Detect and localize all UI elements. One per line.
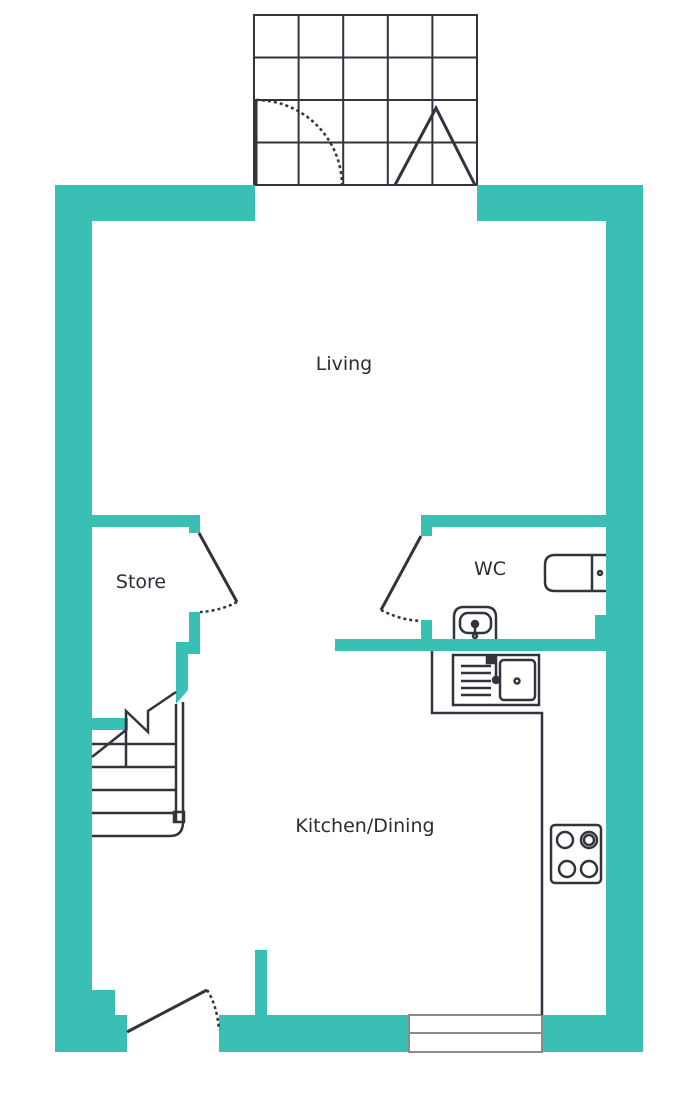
toilet xyxy=(543,553,606,593)
room-label-kitchen-dining: Kitchen/Dining xyxy=(295,815,435,837)
patio-door-swing xyxy=(254,98,477,186)
front-window xyxy=(408,1014,543,1053)
internal-doors xyxy=(126,532,423,1034)
kitchen-worktop xyxy=(430,651,544,1015)
room-label-living: Living xyxy=(315,353,373,375)
room-label-store: Store xyxy=(115,571,167,593)
room-label-wc: WC xyxy=(473,558,507,580)
patio-grid xyxy=(253,14,478,186)
wc-basin xyxy=(452,605,498,640)
hob xyxy=(549,823,603,885)
staircase xyxy=(91,690,186,838)
kitchen-sink xyxy=(451,653,541,707)
walls xyxy=(55,185,643,1052)
